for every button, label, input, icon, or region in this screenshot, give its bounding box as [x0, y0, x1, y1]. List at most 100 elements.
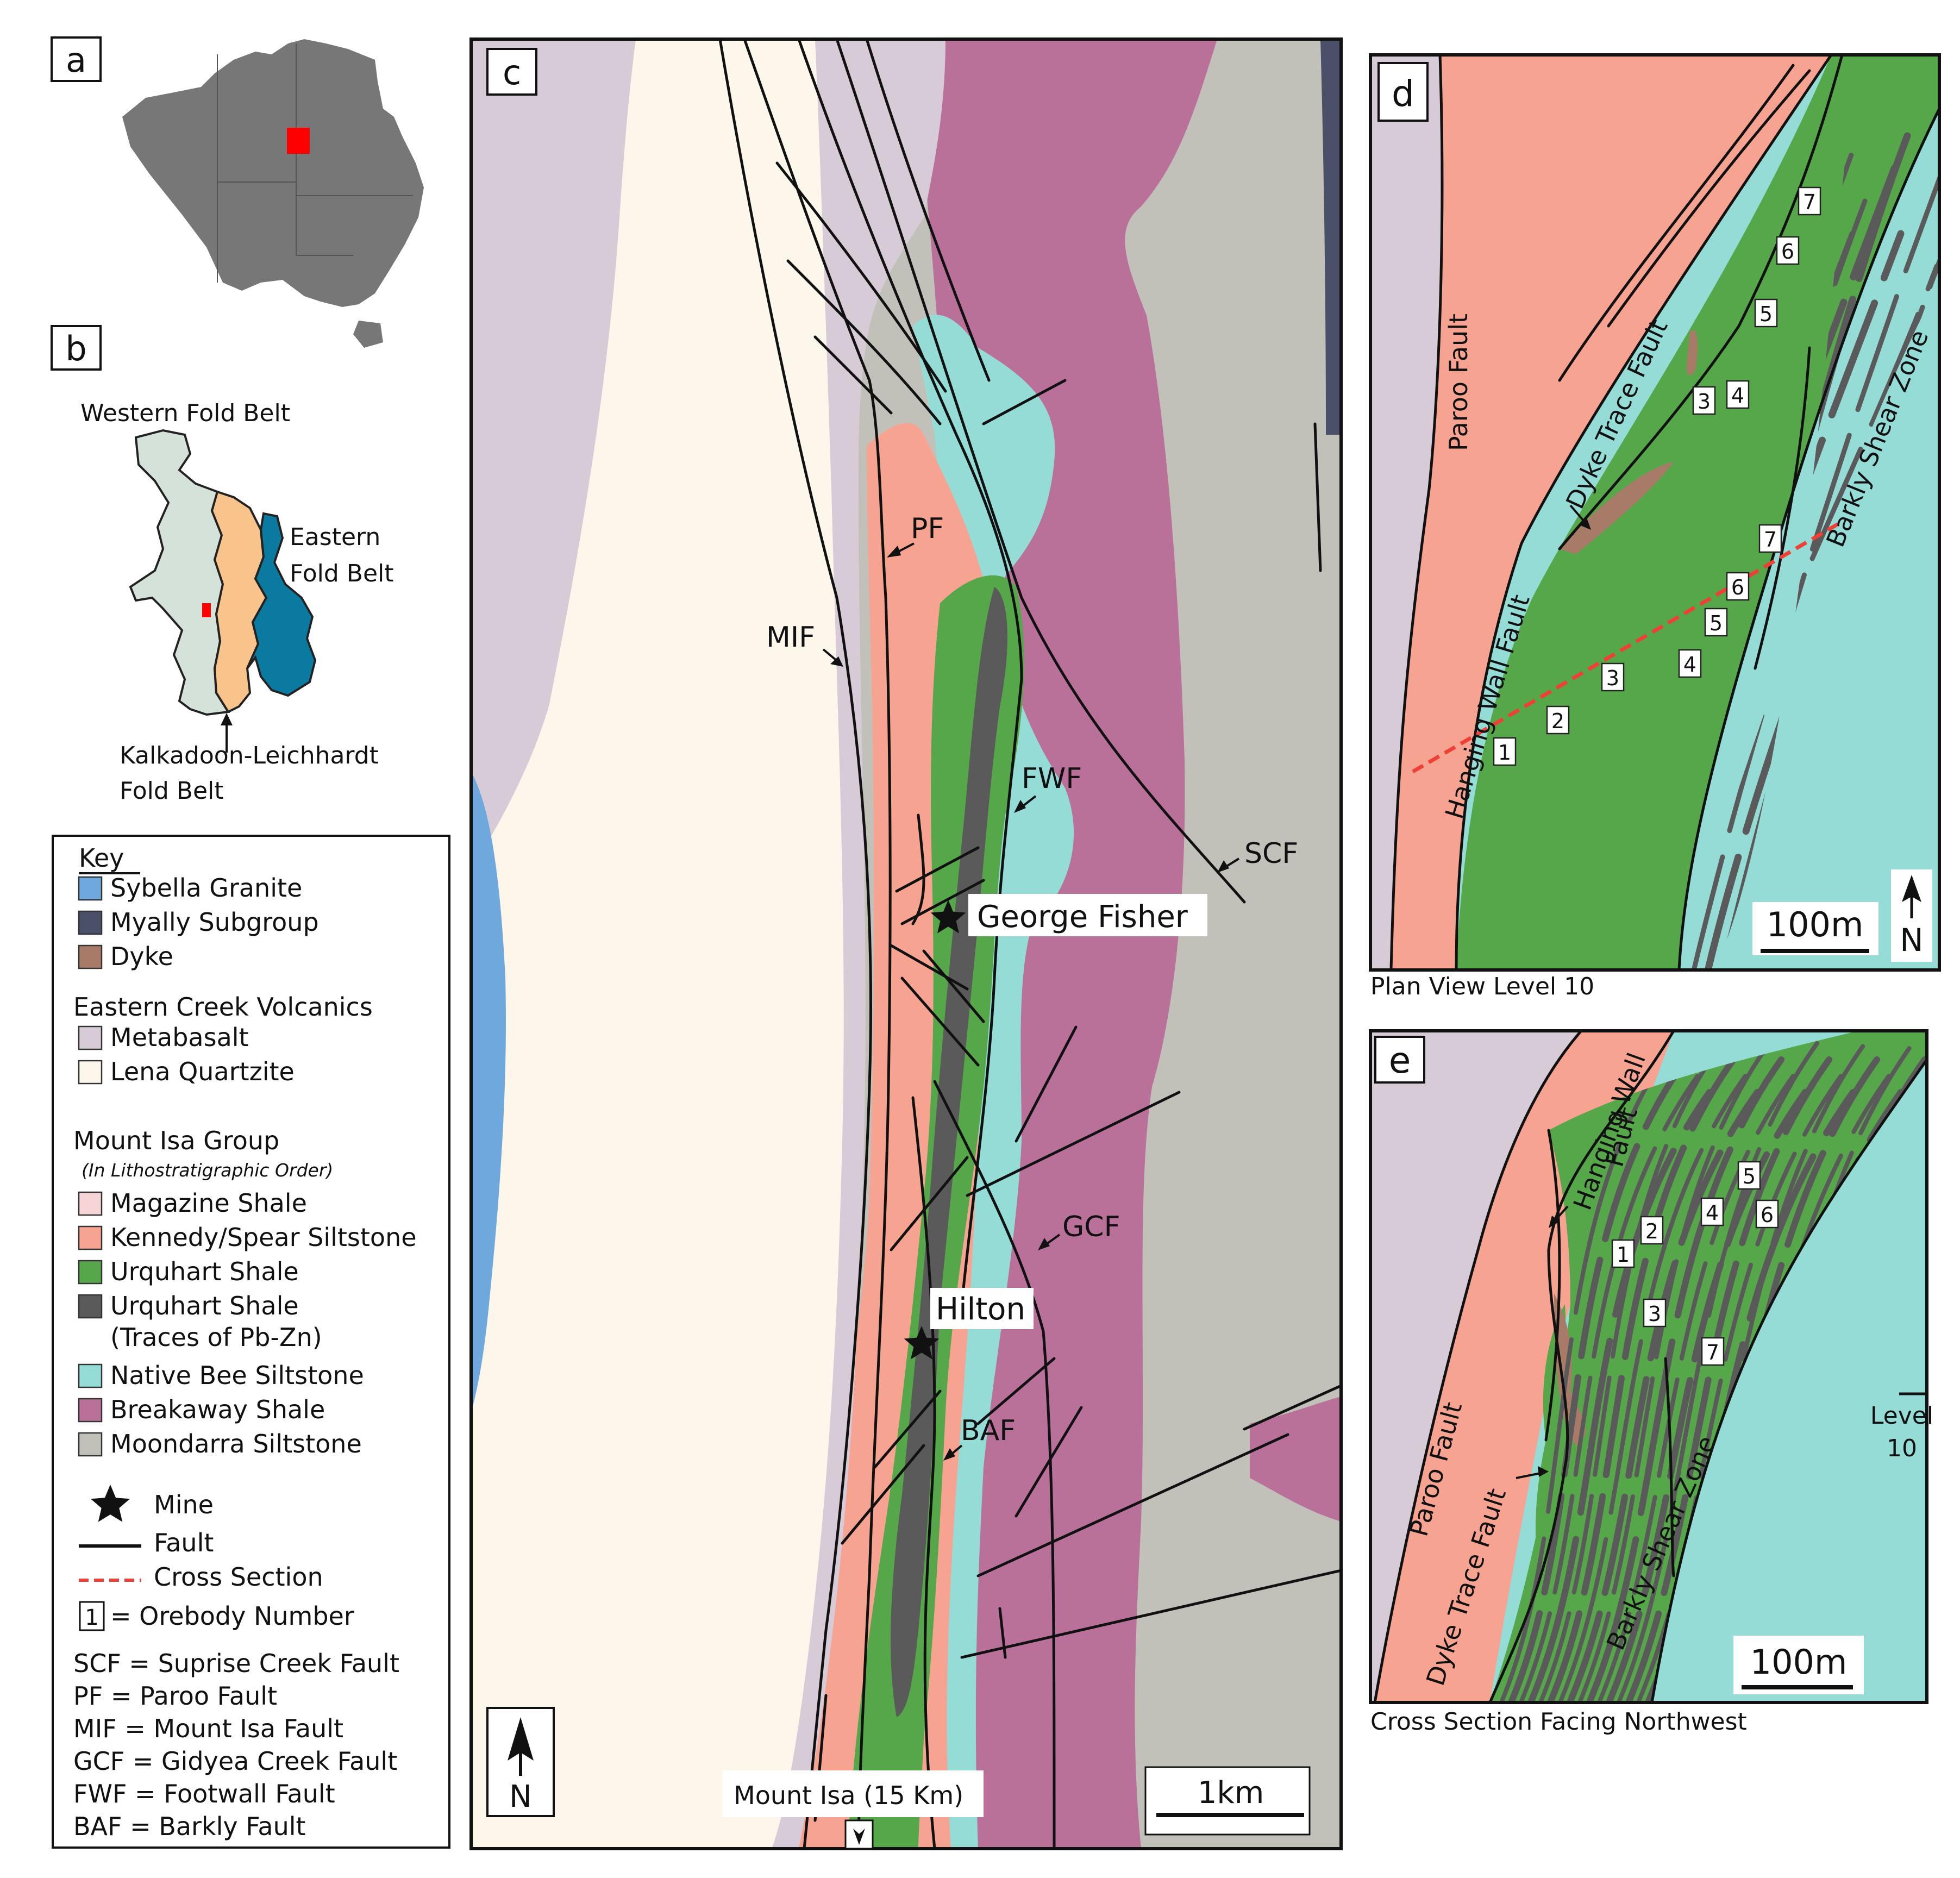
kalkadoon-leichhardt-fold-belt-region	[210, 490, 268, 713]
d-ore-box-4	[1704, 608, 1728, 637]
d-ore-num-10: 6	[1781, 240, 1794, 264]
unit-breakaway-east	[1250, 1397, 1341, 1522]
fault-c-24	[998, 1607, 1007, 1659]
unit-sybella	[471, 772, 506, 1413]
fault-surprise-creek	[835, 39, 1246, 904]
fault-c-11	[922, 949, 985, 1023]
e-lens-0	[1498, 1041, 1676, 1702]
d-ore-box-0	[1493, 737, 1517, 766]
panel-d-letter-box	[1377, 62, 1429, 122]
legend-label-mig-6: Moondarra Siltstone	[110, 1429, 362, 1458]
d-fault-hanging-wall	[1455, 55, 1833, 970]
legend-swatch-g0-1	[78, 910, 103, 935]
study-area-marker-fold-belts	[202, 603, 211, 617]
fault-c-13	[966, 1091, 1181, 1197]
fault-c-23	[1313, 422, 1322, 572]
d-ore-box-2	[1601, 662, 1625, 692]
fault-c-5	[982, 379, 1067, 425]
e-fault-hanging-wall	[1544, 1129, 1561, 1442]
e-ore-box-0	[1611, 1239, 1635, 1268]
fault-c-14	[1015, 1025, 1078, 1143]
d-north-label: N	[1900, 922, 1923, 959]
e-caption: Cross Section Facing Northwest	[1370, 1708, 1747, 1736]
fault-c-17	[976, 1433, 1289, 1577]
fault-c-7	[895, 846, 980, 893]
fault-c-6	[911, 813, 925, 925]
map-c-north-label: N	[509, 1779, 532, 1814]
panel-b-letter: b	[65, 329, 86, 368]
d-fault-barkly	[1677, 107, 1939, 970]
d-ore-box-6	[1758, 524, 1782, 553]
legend-abbrev-2: MIF = Mount Isa Fault	[73, 1714, 343, 1743]
mount-isa-label-bg	[723, 1770, 984, 1817]
e-ore-box-2	[1643, 1298, 1667, 1328]
d-ore-box-8	[1726, 380, 1750, 409]
map-c-scale-label: 1km	[1198, 1775, 1264, 1811]
d-ore-num-6: 7	[1764, 528, 1777, 552]
fault-c-4	[813, 335, 893, 415]
d-ore-box-9	[1754, 298, 1778, 328]
e-fault-barkly	[1650, 1058, 1927, 1702]
map-c-scale-box	[1144, 1766, 1311, 1836]
d-caption: Plan View Level 10	[1370, 973, 1594, 1000]
e-ore-num-1: 2	[1645, 1219, 1658, 1243]
d-ore-num-3: 4	[1683, 653, 1696, 677]
d-ore-num-1: 2	[1551, 709, 1564, 733]
d-scale-bg	[1752, 902, 1878, 955]
d-lens-16	[1690, 166, 1939, 970]
d-ore-num-8: 4	[1731, 384, 1744, 408]
mine-star-icon	[90, 1485, 130, 1522]
panel-b-letter-box	[51, 325, 102, 371]
e-scale-label: 100m	[1750, 1642, 1848, 1682]
e-lens-3	[1526, 1089, 1713, 1702]
label-baf: BAF	[961, 1414, 1016, 1447]
arrow-scf-head	[1217, 860, 1229, 873]
panel-a-letter: a	[66, 40, 86, 80]
australia-map	[122, 39, 424, 348]
fault-mount-isa	[718, 39, 872, 1849]
label-fwf: FWF	[1022, 762, 1082, 795]
map-e-geology	[1370, 1031, 1927, 1702]
legend-label-mig-0: Magazine Shale	[110, 1188, 307, 1218]
e-lens-2	[1517, 1074, 1700, 1702]
label-eastern-1: Eastern	[290, 523, 380, 551]
panel-e-letter: e	[1389, 1040, 1411, 1081]
map-c-faults	[718, 39, 1341, 1849]
e-lens-1	[1506, 1056, 1689, 1702]
panel-c-letter: c	[503, 53, 521, 92]
panel-e: e Hanging Wall Fault Paroo Fault Dyke Tr…	[1369, 1029, 1933, 1736]
legend-symbols: Mine Fault Cross Section 1 = Orebody Num…	[79, 1485, 354, 1631]
e-fault-dyke-trace	[1488, 1031, 1675, 1702]
mount-isa-label: Mount Isa (15 Km)	[734, 1781, 963, 1810]
e-ore-box-5	[1755, 1199, 1779, 1229]
panel-a-letter-box	[51, 36, 102, 82]
legend-label-mig-3: Urquhart Shale	[110, 1291, 299, 1320]
e-lens-5	[1545, 1056, 1737, 1702]
legend-label-mig-5: Breakaway Shale	[110, 1395, 325, 1424]
kalk-arrow-head	[221, 713, 233, 725]
fault-c-9	[890, 944, 969, 991]
d-fault-2	[1607, 69, 1811, 328]
d-faults	[1389, 55, 1939, 970]
e-ore-box-3	[1700, 1197, 1724, 1226]
orebody-number-box	[79, 1601, 105, 1631]
legend-label-g0-0: Sybella Granite	[110, 873, 302, 903]
eastern-fold-belt-region	[246, 512, 317, 697]
e-fault-1	[1664, 1357, 1675, 1577]
d-ore-num-7: 3	[1698, 390, 1711, 414]
label-kalkadoon-1: Kalkadoon-Leichhardt	[120, 742, 379, 769]
legend-label-mig-4: Native Bee Siltstone	[110, 1361, 364, 1390]
legend-swatch-g1-1	[78, 1060, 103, 1085]
mine-star-hilton	[904, 1326, 940, 1360]
map-c-geology	[471, 39, 1341, 1849]
e-unit-metabasalt	[1370, 1031, 1581, 1702]
legend-label-g1-1: Lena Quartzite	[110, 1057, 295, 1086]
e-lens-12	[1615, 1041, 1819, 1702]
map-d-geology	[1370, 55, 1939, 970]
e-ore-box-6	[1701, 1337, 1725, 1366]
d-fault-1	[1558, 64, 1795, 382]
